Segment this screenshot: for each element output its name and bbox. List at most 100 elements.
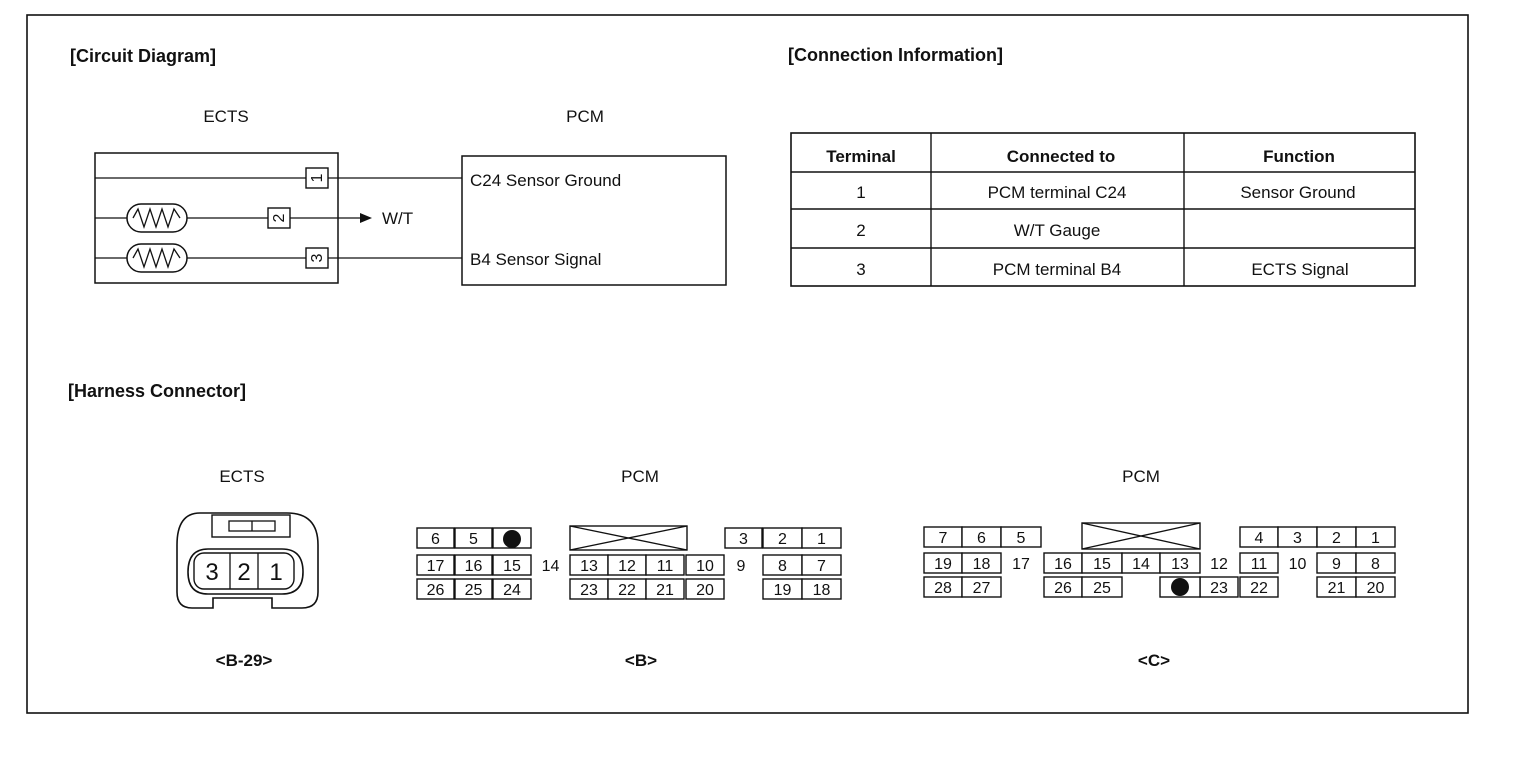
thermistor-icon [126,243,188,273]
pin-cell [454,578,493,600]
pcm-c-title: PCM [1122,467,1160,486]
pin-number: 16 [1054,556,1072,573]
pcm-label: PCM [566,107,604,126]
pin-number: 27 [973,580,991,597]
pcm-b-title: PCM [621,467,659,486]
circuit-diagram: ECTS PCM 1 2 3 W/ [94,107,727,286]
pin-number: 3 [739,531,748,548]
ects-label: ECTS [203,107,248,126]
pin-number: 7 [817,558,826,575]
pin-number: 18 [813,582,831,599]
pin-cell [801,527,842,549]
pin-cell [801,554,842,576]
pcm-box [461,155,727,286]
pin-number: 12 [1210,556,1228,573]
pin-number: 11 [1251,556,1268,573]
pin-cell [454,554,493,576]
pin-number: 14 [1132,556,1150,573]
pin-number: 9 [1332,556,1341,573]
pin-number: 22 [618,582,636,599]
table-cell: 2 [856,221,865,240]
blanked-pin-dot [503,530,521,548]
pin-cell [685,578,725,600]
pin-number: 6 [977,530,986,547]
pin-number: 15 [1093,556,1111,573]
pin-box-2 [267,207,291,229]
pin-number: 20 [696,582,714,599]
pin-number: 13 [1171,556,1189,573]
pin-cell [685,554,725,576]
table-header-function: Function [1263,147,1335,166]
pin-number: 8 [1371,556,1380,573]
pcm-c-caption: <C> [1138,651,1170,670]
pin-label-2: 2 [271,213,288,222]
harness-connector-heading: [Harness Connector] [68,381,246,401]
pin-number: 26 [427,582,445,599]
outer-frame [26,14,1469,714]
pin-cell [961,552,1002,574]
table-header-connected: Connected to [1007,147,1116,166]
pin-number: 8 [778,558,787,575]
pin-number: 11 [657,558,674,575]
arrow-icon [360,213,372,223]
pin-number: 26 [1054,580,1072,597]
ects-connector-caption: <B-29> [216,651,273,670]
pin-number: 25 [1093,580,1111,597]
pin-number: 6 [431,531,440,548]
table-cell: ECTS Signal [1251,260,1348,279]
pin-number: 4 [1255,530,1264,547]
pin-label-1: 1 [309,173,326,182]
pin-cell [492,578,532,600]
wt-label: W/T [382,209,413,228]
pin-number: 22 [1250,580,1268,597]
pin-number: 25 [465,582,483,599]
table-header-terminal: Terminal [826,147,896,166]
pin-cell [645,554,685,576]
pin-number: 13 [580,558,598,575]
pin-number: 10 [696,558,714,575]
ects-connector-title: ECTS [219,467,264,486]
connection-info-heading: [Connection Information] [788,45,1003,65]
pin-number: 17 [427,558,445,575]
pin-number: 18 [973,556,991,573]
pin-number: 5 [1017,530,1026,547]
table-cell: 1 [856,183,865,202]
pin-number: 21 [1328,580,1346,597]
pcm-b-caption: <B> [625,651,657,670]
pin-cell [1081,576,1123,598]
pin-number: 14 [542,558,560,575]
pin-number: 5 [469,531,478,548]
table-cell: PCM terminal C24 [988,183,1127,202]
pin-number: 19 [774,582,792,599]
pin-cell [416,554,455,576]
pin-box-3 [305,247,329,269]
pin-cell [454,527,493,549]
pin-number: 23 [1210,580,1228,597]
pin-number: 1 [817,531,826,548]
pin-number: 9 [737,558,746,575]
pin-cell [1000,526,1042,548]
pin-box-1 [305,167,329,189]
pin-number: 10 [1289,556,1307,573]
pin-number: 15 [503,558,521,575]
ects-pin: 2 [237,559,250,586]
pin-cell [801,578,842,600]
table-cell: 3 [856,260,865,279]
pin-cell [1355,526,1396,548]
pin-number: 24 [503,582,521,599]
ects-pin: 1 [269,559,282,586]
pin-cell [416,527,455,549]
pin-cell [645,578,685,600]
circuit-diagram-heading: [Circuit Diagram] [70,46,216,66]
pin-number: 19 [934,556,952,573]
pin-number: 16 [465,558,483,575]
pin-number: 3 [1293,530,1302,547]
pin-cell [1239,576,1279,598]
pin-number: 12 [618,558,636,575]
pin-cell [1355,576,1396,598]
pin-number: 17 [1012,556,1030,573]
ects-connector-body [176,512,319,609]
pin-number: 28 [934,580,952,597]
